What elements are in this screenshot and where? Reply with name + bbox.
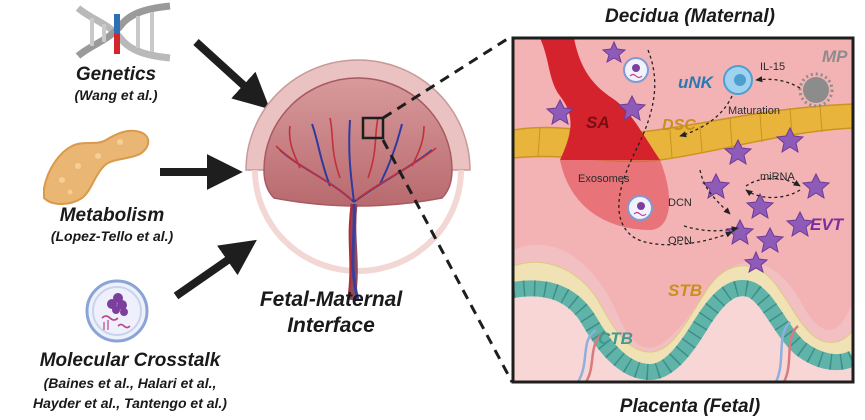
label-mirna: miRNA: [760, 171, 795, 183]
label-stb: STB: [668, 281, 702, 300]
crosstalk-citation-line1: (Baines et al., Halari et al.,: [44, 375, 217, 391]
placenta-illustration: [245, 59, 471, 301]
metabolism-citation: (Lopez-Tello et al.): [51, 228, 174, 244]
label-evt: EVT: [810, 215, 845, 234]
metabolism-title: Metabolism: [60, 205, 165, 226]
label-il15: IL-15: [760, 61, 785, 73]
genetics-title: Genetics: [76, 64, 156, 85]
zoom-line-top: [382, 34, 513, 120]
zoom-box: [361, 116, 385, 140]
crosstalk-title: Molecular Crosstalk: [40, 350, 222, 371]
exosome-vesicle-upper: [623, 57, 649, 83]
zoom-line-bottom: [381, 139, 514, 383]
inset-panel: [513, 38, 853, 382]
inset-frame: [511, 36, 855, 384]
label-maturation: Maturation: [728, 105, 780, 117]
exosome-vesicle-lower: [627, 195, 653, 221]
inset-top-label: Decidua (Maternal): [605, 6, 775, 27]
label-dsc: DSC: [662, 117, 696, 134]
crosstalk-citation-line2: Hayder et al., Tantengo et al.): [33, 395, 227, 411]
center-label-line2: Interface: [287, 314, 375, 337]
pancreas-icon: [43, 129, 150, 205]
label-unk: uNK: [678, 73, 715, 92]
label-mp: MP: [822, 47, 848, 66]
label-opn: OPN: [668, 235, 692, 247]
genetics-citation: (Wang et al.): [75, 87, 158, 103]
macrophage-icon: [798, 72, 834, 108]
arrow-crosstalk: [173, 239, 257, 300]
inset-bottom-label: Placenta (Fetal): [620, 396, 760, 417]
arrow-genetics: [193, 39, 270, 110]
label-sa: SA: [586, 113, 610, 132]
label-exosomes: Exosomes: [578, 173, 630, 185]
center-label-line1: Fetal-Maternal: [260, 288, 404, 311]
dna-helix-icon: [75, 2, 171, 62]
label-ctb: CTB: [598, 329, 633, 348]
vesicle-icon: [85, 279, 149, 343]
label-dcn: DCN: [668, 197, 692, 209]
